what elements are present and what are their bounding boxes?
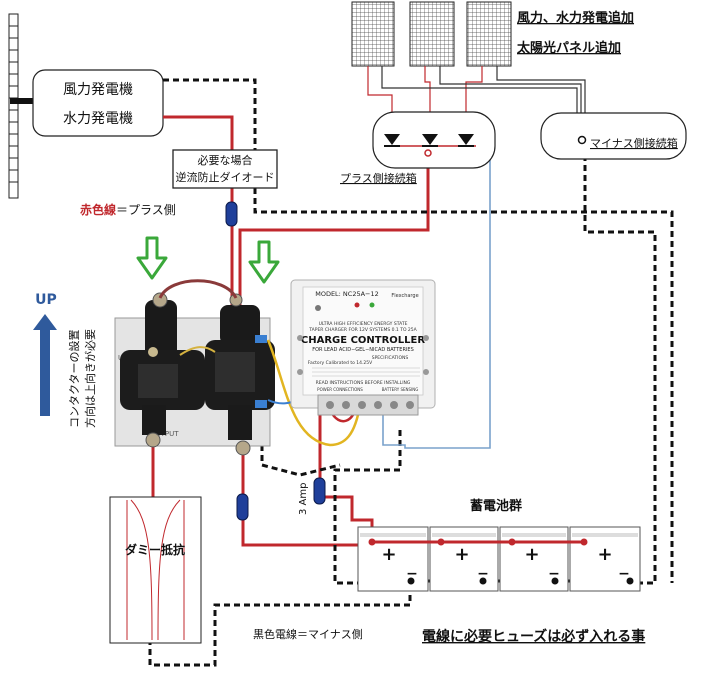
battery-2: + − <box>429 526 499 592</box>
up-label: UP <box>35 292 57 308</box>
battery-2-minus: − <box>477 566 489 582</box>
fuse-3amp <box>313 477 326 505</box>
solar-panel-3 <box>466 1 512 67</box>
controller-power: POWER CONNECTIONS <box>317 387 363 392</box>
controller-line2: TAPER CHARGER FOR 12V SYSTEMS 0.1 TO 25A <box>308 327 417 333</box>
controller-read: READ INSTRUCTIONS BEFORE INSTALLING <box>316 380 411 386</box>
green-down-arrows <box>136 236 280 284</box>
diode-note-box: 必要な場合 逆流防止ダイオード <box>172 149 278 189</box>
dummy-load-resistor: ダミー抵抗 <box>109 496 202 644</box>
controller-subtitle: FOR LEAD ACID−GEL−NICAD BATTERIES <box>312 347 414 353</box>
fuses <box>225 201 326 521</box>
battery-1: + − <box>357 526 429 592</box>
plus-bus <box>368 538 634 585</box>
charge-controller: MODEL: NC25A−12 Flexcharge ULTRA HIGH EF… <box>290 279 436 416</box>
solar-panels <box>351 1 512 67</box>
battery-1-plus: + <box>381 544 396 565</box>
three-amp-label: 3 Amp <box>298 483 309 515</box>
battery-3: + − <box>499 526 569 592</box>
fuse-top <box>225 201 238 227</box>
battery-4-minus: − <box>618 566 630 582</box>
hydro-generator-label: 水力発電機 <box>63 111 133 127</box>
green-arrow-left-icon <box>136 236 168 280</box>
battery-2-plus: + <box>454 544 469 565</box>
fuse-note: 電線に必要ヒューズは必ず入れる事 <box>422 628 645 645</box>
battery-group-label: 蓄電池群 <box>470 498 522 514</box>
up-arrow-icon <box>33 314 57 416</box>
controller-specs: SPECIFICATIONS <box>372 355 409 361</box>
solar-add-label: 太陽光パネル追加 <box>516 40 621 56</box>
plus-combiner-box <box>372 111 496 169</box>
controller-sensing: BATTERY SENSING <box>382 387 419 392</box>
battery-bank: + − + − + − + − <box>357 526 641 592</box>
battery-4-plus: + <box>597 544 612 565</box>
controller-brand: Flexcharge <box>391 293 418 299</box>
contactor-note-line1: コンタクターの設置 <box>67 329 81 428</box>
contactor-assembly: UP OUTPUT <box>114 279 275 456</box>
red-wire-rest: ＝プラス側 <box>116 203 176 217</box>
solar-panel-2 <box>409 1 455 67</box>
green-arrow-right-icon <box>248 240 280 284</box>
battery-1-minus: − <box>406 566 418 582</box>
diode-note-line2: 逆流防止ダイオード <box>176 170 275 184</box>
contactor-left <box>120 292 205 448</box>
solar-panel-1 <box>351 1 395 67</box>
wind-generator-label: 風力発電機 <box>63 82 133 98</box>
black-wire-label: 黒色電線＝マイナス側 <box>253 627 363 641</box>
red-wire-label: 赤色線＝プラス側 <box>80 202 176 217</box>
plus-box-label: プラス側接続箱 <box>340 171 417 185</box>
controller-line1: ULTRA HIGH EFFICIENCY ENERGY STATE <box>319 321 408 327</box>
wind-turbine-tower <box>8 13 34 199</box>
controller-title: CHARGE CONTROLLER <box>301 335 425 346</box>
battery-3-plus: + <box>524 544 539 565</box>
dummy-load-label: ダミー抵抗 <box>125 542 185 557</box>
diode-icons <box>384 134 474 147</box>
diode-note-line1: 必要な場合 <box>198 153 253 167</box>
minus-combiner-box <box>540 112 687 160</box>
controller-model: MODEL: NC25A−12 <box>315 290 379 298</box>
wind-hydro-add-label: 風力、水力発電追加 <box>517 10 634 26</box>
battery-3-minus: − <box>548 566 560 582</box>
contactor-note-line2: 方向は上向きが必要 <box>83 329 97 428</box>
contactor-right <box>205 293 275 456</box>
fuse-bottom <box>236 493 249 521</box>
red-wire-word: 赤色線 <box>80 202 116 217</box>
minus-box-label: マイナス側接続箱 <box>590 136 678 150</box>
controller-calibrated: Factory Calibrated to 14.25V <box>308 360 373 366</box>
generator-box: 風力発電機 水力発電機 <box>32 69 164 137</box>
